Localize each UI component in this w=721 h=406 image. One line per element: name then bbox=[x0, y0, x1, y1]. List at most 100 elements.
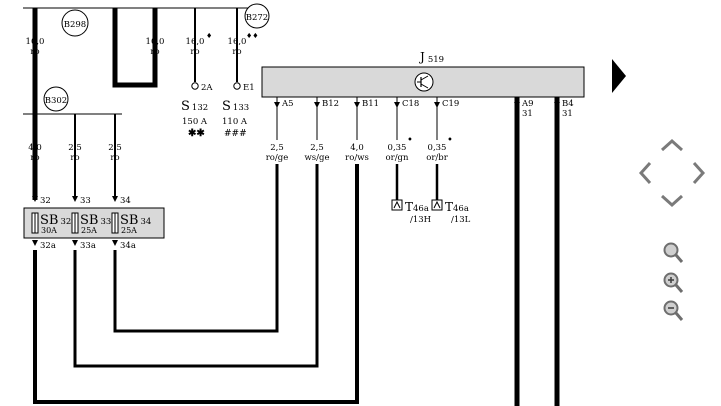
sb-output-arrows bbox=[32, 240, 118, 246]
ref-b302-label: B302 bbox=[45, 96, 67, 106]
arrow-down-icon bbox=[112, 240, 118, 246]
ref-b272-label: B272 bbox=[246, 13, 268, 23]
arrow-down-icon bbox=[354, 102, 360, 108]
pin-label: 33 bbox=[80, 196, 91, 206]
wire-size-label: 0,35 bbox=[388, 143, 407, 153]
arrow-down-icon bbox=[314, 102, 320, 108]
sb-input-arrows bbox=[32, 196, 118, 202]
top-wire-labels: 10,0 ro 10,0 ro 16,0 ro ♦ 16,0 ro ♦♦ bbox=[26, 32, 259, 57]
fuse-num: 32 bbox=[60, 217, 71, 227]
zoom-in-icon[interactable] bbox=[660, 270, 686, 296]
arrow-down-icon bbox=[32, 240, 38, 246]
s132-num: 132 bbox=[192, 103, 208, 113]
connector-name: T bbox=[405, 200, 413, 214]
connector-sub: 46a bbox=[453, 204, 469, 214]
j519-num: 519 bbox=[428, 55, 444, 65]
pan-up-icon[interactable] bbox=[660, 138, 684, 152]
diamond-mark: ♦ bbox=[206, 32, 212, 40]
connector-icon bbox=[393, 200, 401, 209]
zoom-out-icon[interactable] bbox=[660, 298, 686, 324]
arrow-down-icon bbox=[72, 240, 78, 246]
j519-name: J bbox=[418, 50, 425, 64]
s133-name: S bbox=[222, 99, 231, 114]
wire-size-label: 16,0 bbox=[228, 37, 247, 47]
wire-color-label: ro bbox=[232, 47, 241, 57]
pin-label: 34a bbox=[120, 241, 136, 251]
wire-size-label: 4,0 bbox=[350, 143, 364, 153]
svg-text:T46a: T46a bbox=[445, 200, 469, 214]
arrow-down-icon bbox=[72, 196, 78, 202]
arrow-down-icon bbox=[434, 102, 440, 108]
wire-size-label: 16,0 bbox=[186, 37, 205, 47]
pin-label-b12: B12 bbox=[322, 99, 339, 109]
wire-sb34-to-a5 bbox=[113, 164, 279, 333]
wire-color-label: ro bbox=[190, 47, 199, 57]
j519-pin-labels: A5 B12 B11 C18 C19 A9 B4 31 31 bbox=[281, 99, 574, 119]
pin-label-a9: A9 bbox=[521, 99, 534, 109]
wire-color-label: ro bbox=[150, 47, 159, 57]
wire-size-label: 2,5 bbox=[68, 143, 82, 153]
arrow-right-icon[interactable] bbox=[610, 58, 628, 94]
wire-size-label: 0,35 bbox=[428, 143, 447, 153]
sb-output-labels: 32a 33a 34a bbox=[40, 241, 136, 251]
svg-text:T46a: T46a bbox=[405, 200, 429, 214]
zoom-fit-icon[interactable] bbox=[660, 240, 686, 266]
pan-left-icon[interactable] bbox=[638, 161, 652, 185]
double-diamond-mark: ♦♦ bbox=[246, 32, 259, 40]
arrow-down-icon bbox=[274, 102, 280, 108]
fuse-rating: 25A bbox=[81, 226, 97, 235]
pin-label: 33a bbox=[80, 241, 96, 251]
pan-control bbox=[638, 138, 706, 208]
fuse-box-frame bbox=[23, 207, 165, 239]
wire-color-label: ro bbox=[30, 153, 39, 163]
out-wire-labels: 2,5 ro/ge 2,5 ws/ge 4,0 ro/ws 0,35 or/gn… bbox=[266, 135, 453, 163]
wire-size-label: 10,0 bbox=[26, 37, 45, 47]
pin-label-b11: B11 bbox=[362, 99, 379, 109]
wire-size-label: 4,0 bbox=[28, 143, 42, 153]
ground-wires bbox=[514, 97, 560, 406]
s133-num: 133 bbox=[233, 103, 249, 113]
terminal-2a-label: 2A bbox=[201, 83, 213, 93]
pin-label-c19: C19 bbox=[442, 99, 459, 109]
connector-name: T bbox=[445, 200, 453, 214]
connector-t46a-13l: T46a /13L bbox=[431, 199, 471, 225]
wire-color-label: ro bbox=[110, 153, 119, 163]
dot-mark: • bbox=[407, 135, 413, 146]
sb-input-labels: 32 33 34 bbox=[40, 196, 131, 206]
ref-b298: B298 bbox=[61, 9, 89, 37]
s132-name: S bbox=[181, 99, 190, 114]
connector-pin: /13H bbox=[410, 215, 431, 225]
pan-right-icon[interactable] bbox=[692, 161, 706, 185]
connector-t46a-13h: T46a /13H bbox=[391, 199, 431, 225]
wire-10-0-ro-loop bbox=[112, 8, 158, 88]
arrow-down-icon bbox=[394, 102, 400, 108]
s133-rating: 110 A bbox=[222, 117, 248, 127]
wire-size-label: 10,0 bbox=[146, 37, 165, 47]
wire-color-label: ws/ge bbox=[305, 153, 330, 163]
connector-wires bbox=[395, 164, 439, 200]
wire-size-label: 2,5 bbox=[270, 143, 284, 153]
ref-b298-label: B298 bbox=[64, 20, 86, 30]
wire-size-label: 2,5 bbox=[310, 143, 324, 153]
wire-color-label: ro bbox=[30, 47, 39, 57]
wire-color-label: ro bbox=[70, 153, 79, 163]
fuse-name: SB bbox=[80, 213, 98, 228]
connector-sub: 46a bbox=[413, 204, 429, 214]
fuse-rating: 25A bbox=[121, 226, 137, 235]
wire-color-label: ro/ws bbox=[345, 153, 369, 163]
fuse-name: SB bbox=[40, 213, 58, 228]
pan-down-icon[interactable] bbox=[660, 194, 684, 208]
ground-label: 31 bbox=[522, 109, 533, 119]
pin-label: 32a bbox=[40, 241, 56, 251]
wire-sb33-to-b12 bbox=[73, 164, 319, 368]
pin-label-c18: C18 bbox=[402, 99, 419, 109]
